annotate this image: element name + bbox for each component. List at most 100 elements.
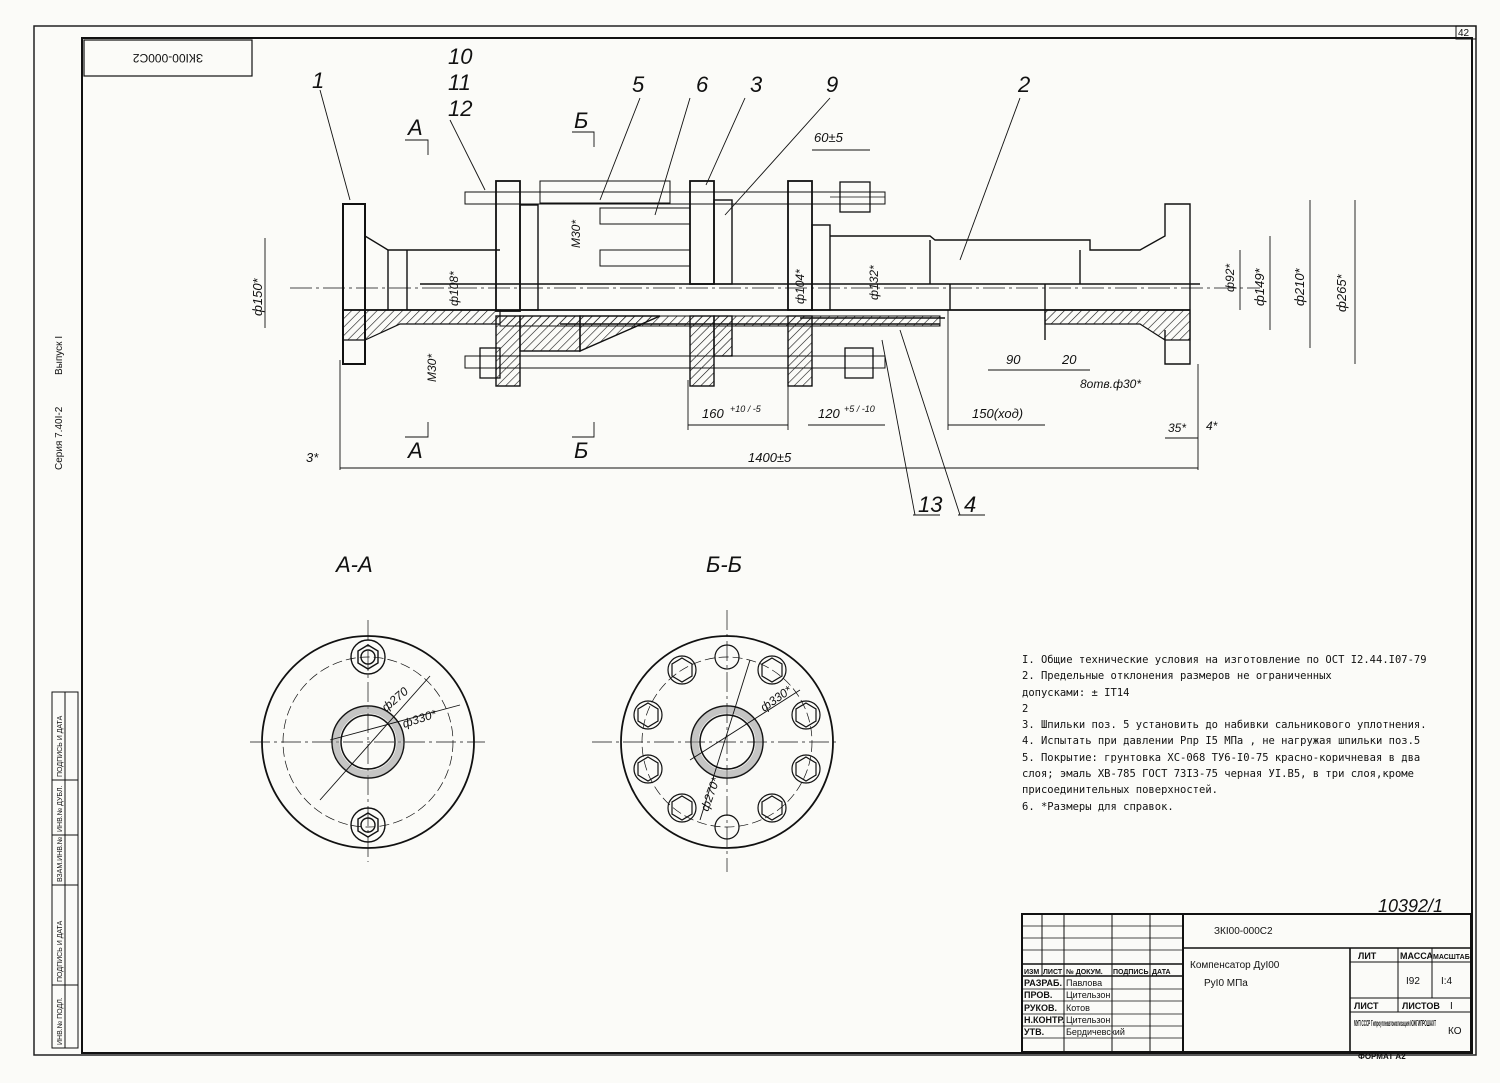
dimension-lines <box>264 89 1356 516</box>
tb-name-4: Бердичевский <box>1066 1027 1125 1037</box>
side-stamp <box>51 691 79 1049</box>
callout-12: 12 <box>448 96 472 121</box>
tb-lit-label: ЛИТ <box>1358 951 1377 961</box>
dim-d104: ф104* <box>793 269 807 304</box>
note-5: 5. Покрытие: грунтовка ХС-068 ТУ6-I0-75 … <box>1022 751 1421 764</box>
dim-3: 3* <box>306 450 319 465</box>
note-2b: допусками: ± IT14 <box>1022 686 1130 699</box>
tb-scale: I:4 <box>1441 976 1453 987</box>
inner-frame <box>81 37 1473 1054</box>
dim-bb-d330: ф330* <box>758 683 795 715</box>
dim-aa-d270: ф270 <box>379 684 411 714</box>
dim-4: 4* <box>1206 419 1218 433</box>
tb-col-doc: № ДОКУМ. <box>1066 968 1103 976</box>
dim-120: 120 <box>818 406 840 421</box>
callout-11: 11 <box>448 70 471 95</box>
tb-org-code: КО <box>1448 1026 1462 1037</box>
callout-10: 10 <box>448 44 473 69</box>
section-mark-b-top: Б <box>574 108 588 133</box>
callout-1: 1 <box>312 68 324 93</box>
tb-col-izm: ИЗМ <box>1024 969 1039 976</box>
tb-sheet-label: ЛИСТ <box>1354 1001 1379 1011</box>
note-6: 6. *Размеры для справок. <box>1022 800 1174 813</box>
tb-scale-label: МАСШТАБ <box>1433 954 1470 961</box>
stamp-replace-inv: ВЗАМ.ИНВ.№ <box>57 837 64 882</box>
tb-col-list: ЛИСТ <box>1043 969 1063 976</box>
section-mark-a-top: А <box>406 115 423 140</box>
stamp-sign-1: ПОДПИСЬ И ДАТА <box>57 920 64 982</box>
dim-150-stroke: 150(ход) <box>972 406 1023 421</box>
section-mark-b-bottom: Б <box>574 438 588 463</box>
tb-name-1: Цительзон <box>1066 990 1110 1000</box>
tb-role-3: Н.КОНТР. <box>1024 1015 1065 1025</box>
section-bb-view <box>592 610 840 872</box>
dim-d265: ф265* <box>1334 273 1349 312</box>
dim-90: 90 <box>1006 352 1021 367</box>
dim-60: 60±5 <box>814 130 844 145</box>
note-5c: присоединительных поверхностей. <box>1022 784 1218 797</box>
tb-role-2: РУКОВ. <box>1024 1003 1057 1013</box>
stamp-inv-orig: ИНВ.№ ПОДЛ. <box>57 997 64 1045</box>
note-2: 2. Предельные отклонения размеров не огр… <box>1022 670 1332 683</box>
technical-notes: I. Общие технические условия на изготовл… <box>1022 652 1452 815</box>
dim-d92: ф92* <box>1223 264 1237 292</box>
stamp-sign-2: ПОДПИСЬ И ДАТА <box>57 715 64 777</box>
note-4: 4. Испытать при давлении Рпр I5 МПа , не… <box>1022 735 1421 748</box>
tb-name-3: Цительзон <box>1066 1015 1110 1025</box>
dim-35: 35* <box>1168 421 1186 435</box>
dim-160-tol: +10 / -5 <box>730 404 762 414</box>
tb-doc-code: ЗКI00-000С2 <box>1214 926 1273 937</box>
callout-2: 2 <box>1017 72 1030 97</box>
sheet-number: 42 <box>1458 28 1470 39</box>
sheet-number-box <box>1455 25 1477 40</box>
dim-d149: ф149* <box>1252 267 1267 306</box>
note-2c: 2 <box>1022 702 1029 715</box>
tb-col-sign: ПОДПИСЬ <box>1113 969 1149 976</box>
tb-sheets-label: ЛИСТОВ <box>1402 1001 1440 1011</box>
note-1: I. Общие технические условия на изготовл… <box>1022 654 1427 666</box>
tb-mass-label: МАССА <box>1400 951 1434 961</box>
dim-d210: ф210* <box>1292 267 1307 306</box>
note-5b: слоя; эмаль ХВ-785 ГОСТ 73I3-75 черная У… <box>1022 768 1414 781</box>
tb-role-4: УТВ. <box>1024 1027 1044 1037</box>
callout-9: 9 <box>826 72 838 97</box>
dim-20: 20 <box>1061 352 1077 367</box>
callout-6: 6 <box>696 72 709 97</box>
code-stamp: ЗКI00-000С2 <box>133 51 204 65</box>
dim-160: 160 <box>702 406 724 421</box>
code-stamp-box <box>83 39 253 77</box>
tb-sheets: I <box>1450 1001 1453 1012</box>
callout-5: 5 <box>632 72 645 97</box>
callout-13: 13 <box>918 492 943 517</box>
dim-aa-d330: ф330* <box>401 707 439 731</box>
main-view <box>290 180 1260 387</box>
tb-name-0: Павлова <box>1066 978 1102 988</box>
side-issue: Выпуск I <box>54 336 65 375</box>
tb-col-date: ДАТА <box>1152 969 1171 976</box>
dim-d108: ф108* <box>447 271 461 306</box>
tb-role-0: РАЗРАБ. <box>1024 978 1062 988</box>
section-bb-title: Б-Б <box>706 552 742 577</box>
dim-bb-d270: ф270* <box>698 775 723 813</box>
side-series: Серия 7.40I-2 <box>54 406 65 470</box>
tb-role-1: ПРОВ. <box>1024 990 1052 1000</box>
stamp-inv-dup: ИНВ.№ ДУБЛ. <box>57 785 64 832</box>
tb-name-2: Котов <box>1066 1003 1090 1013</box>
callout-3: 3 <box>750 72 763 97</box>
tb-name-line1: Компенсатор ДуI00 <box>1190 960 1280 971</box>
callout-4: 4 <box>964 492 976 517</box>
dim-d132: ф132* <box>867 265 881 300</box>
tb-name-line2: РуI0 МПа <box>1204 978 1248 989</box>
note-3: 3. Шпильки поз. 5 установить до набивки … <box>1022 719 1427 732</box>
format-label: ФОРМАТ А2 <box>1358 1052 1406 1061</box>
dim-1400: 1400±5 <box>748 450 792 465</box>
tb-org: МУП СССР Гипроуглеавтоматизация ЮЖГИПРОШ… <box>1354 1019 1436 1028</box>
section-mark-a-bottom: А <box>406 438 423 463</box>
section-aa-title: А-А <box>334 552 373 577</box>
section-aa-view <box>250 620 485 862</box>
archive-number: 10392/1 <box>1378 896 1443 916</box>
dim-m30-upper: М30* <box>569 220 583 248</box>
dim-m30-lower: М30* <box>425 354 439 382</box>
